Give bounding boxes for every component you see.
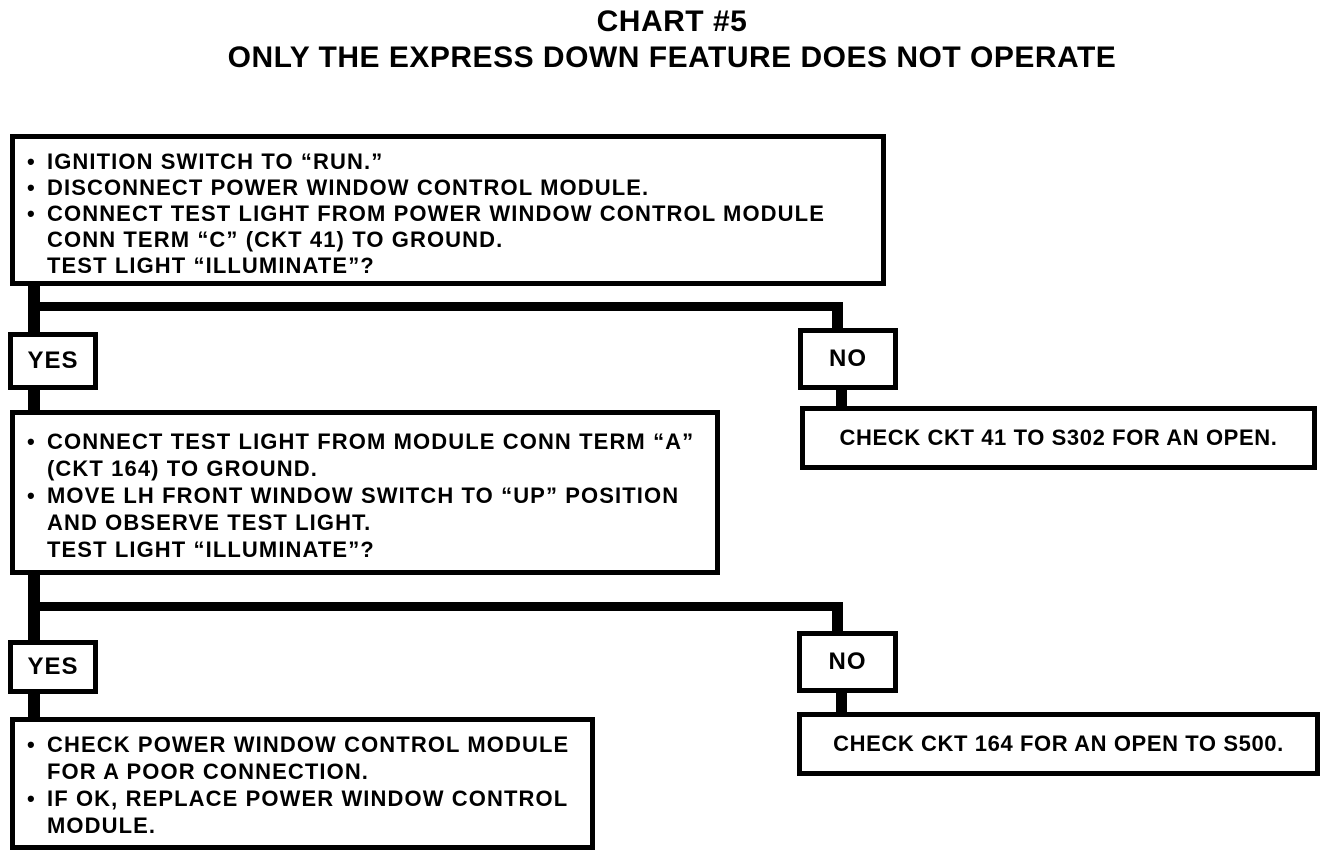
bullet-icon xyxy=(27,758,47,785)
step-line: TEST LIGHT “ILLUMINATE”? xyxy=(27,253,875,279)
action-box-check-ckt41: CHECK CKT 41 TO S302 FOR AN OPEN. xyxy=(800,406,1317,470)
bullet-icon xyxy=(27,509,47,536)
step-line: MODULE. xyxy=(27,812,584,839)
action-text: CHECK CKT 41 TO S302 FOR AN OPEN. xyxy=(839,425,1278,450)
chart-subtitle: ONLY THE EXPRESS DOWN FEATURE DOES NOT O… xyxy=(227,41,1117,74)
step-line-text: CONNECT TEST LIGHT FROM POWER WINDOW CON… xyxy=(47,201,825,226)
step-line-text: IF OK, REPLACE POWER WINDOW CONTROL xyxy=(47,786,569,811)
bullet-icon: • xyxy=(27,732,36,757)
step-box-2: • CONNECT TEST LIGHT FROM MODULE CONN TE… xyxy=(10,410,720,575)
step-line-text: MOVE LH FRONT WINDOW SWITCH TO “UP” POSI… xyxy=(47,483,680,508)
step-line-text: CONNECT TEST LIGHT FROM MODULE CONN TERM… xyxy=(47,429,695,454)
bullet-icon: • xyxy=(27,201,36,226)
connector-no2-to-action xyxy=(836,691,847,714)
connector-no1-to-action xyxy=(836,388,847,408)
step-line-text: DISCONNECT POWER WINDOW CONTROL MODULE. xyxy=(47,175,650,200)
connector-branch1-bar xyxy=(28,302,843,311)
connector-branch2-no-drop xyxy=(832,605,843,633)
step-line-text: TEST LIGHT “ILLUMINATE”? xyxy=(47,537,375,562)
step-line: • CHECK POWER WINDOW CONTROL MODULE xyxy=(27,731,584,758)
step-line-text: CHECK POWER WINDOW CONTROL MODULE xyxy=(47,732,570,757)
bullet-icon xyxy=(27,812,47,839)
step-box-3: • CHECK POWER WINDOW CONTROL MODULE FOR … xyxy=(10,717,595,850)
step-line: FOR A POOR CONNECTION. xyxy=(27,758,584,785)
no-label: NO xyxy=(829,345,867,372)
step-line-text: (CKT 164) TO GROUND. xyxy=(47,456,318,481)
yes-box-1: YES xyxy=(8,332,98,390)
connector-yes1-to-step2 xyxy=(28,388,40,414)
yes-label: YES xyxy=(27,653,79,680)
action-box-check-ckt164: CHECK CKT 164 FOR AN OPEN TO S500. xyxy=(797,712,1320,776)
step-line-text: IGNITION SWITCH TO “RUN.” xyxy=(47,149,384,174)
bullet-icon: • xyxy=(27,149,36,174)
step-box-1: • IGNITION SWITCH TO “RUN.” • DISCONNECT… xyxy=(10,134,886,286)
connector-branch1-no-drop xyxy=(832,305,843,331)
connector-branch2-bar xyxy=(28,602,843,611)
step-line: AND OBSERVE TEST LIGHT. xyxy=(27,509,709,536)
step-line: CONN TERM “C” (CKT 41) TO GROUND. xyxy=(27,227,875,253)
bullet-icon xyxy=(27,455,47,482)
step-line-text: MODULE. xyxy=(47,813,157,838)
step-line: • CONNECT TEST LIGHT FROM MODULE CONN TE… xyxy=(27,428,709,455)
connector-yes2-to-step3 xyxy=(28,692,40,719)
bullet-icon: • xyxy=(27,429,36,454)
bullet-icon xyxy=(27,253,47,279)
step-line: (CKT 164) TO GROUND. xyxy=(27,455,709,482)
bullet-icon xyxy=(27,536,47,563)
bullet-icon: • xyxy=(27,175,36,200)
step-line-text: FOR A POOR CONNECTION. xyxy=(47,759,370,784)
bullet-icon: • xyxy=(27,483,36,508)
step-line-text: TEST LIGHT “ILLUMINATE”? xyxy=(47,253,375,278)
step-line: • DISCONNECT POWER WINDOW CONTROL MODULE… xyxy=(27,175,875,201)
bullet-icon: • xyxy=(27,786,36,811)
step-line: • MOVE LH FRONT WINDOW SWITCH TO “UP” PO… xyxy=(27,482,709,509)
yes-label: YES xyxy=(27,347,79,374)
step-line: • IF OK, REPLACE POWER WINDOW CONTROL xyxy=(27,785,584,812)
bullet-icon xyxy=(27,227,47,253)
chart-number-title: CHART #5 xyxy=(596,5,748,38)
yes-box-2: YES xyxy=(8,640,98,694)
step-line-text: AND OBSERVE TEST LIGHT. xyxy=(47,510,372,535)
action-text: CHECK CKT 164 FOR AN OPEN TO S500. xyxy=(833,731,1284,756)
step-line: • CONNECT TEST LIGHT FROM POWER WINDOW C… xyxy=(27,201,875,227)
no-box-1: NO xyxy=(798,328,898,390)
no-box-2: NO xyxy=(797,631,898,693)
step-line-text: CONN TERM “C” (CKT 41) TO GROUND. xyxy=(47,227,504,252)
no-label: NO xyxy=(828,648,867,675)
step-line: • IGNITION SWITCH TO “RUN.” xyxy=(27,149,875,175)
step-line: TEST LIGHT “ILLUMINATE”? xyxy=(27,536,709,563)
